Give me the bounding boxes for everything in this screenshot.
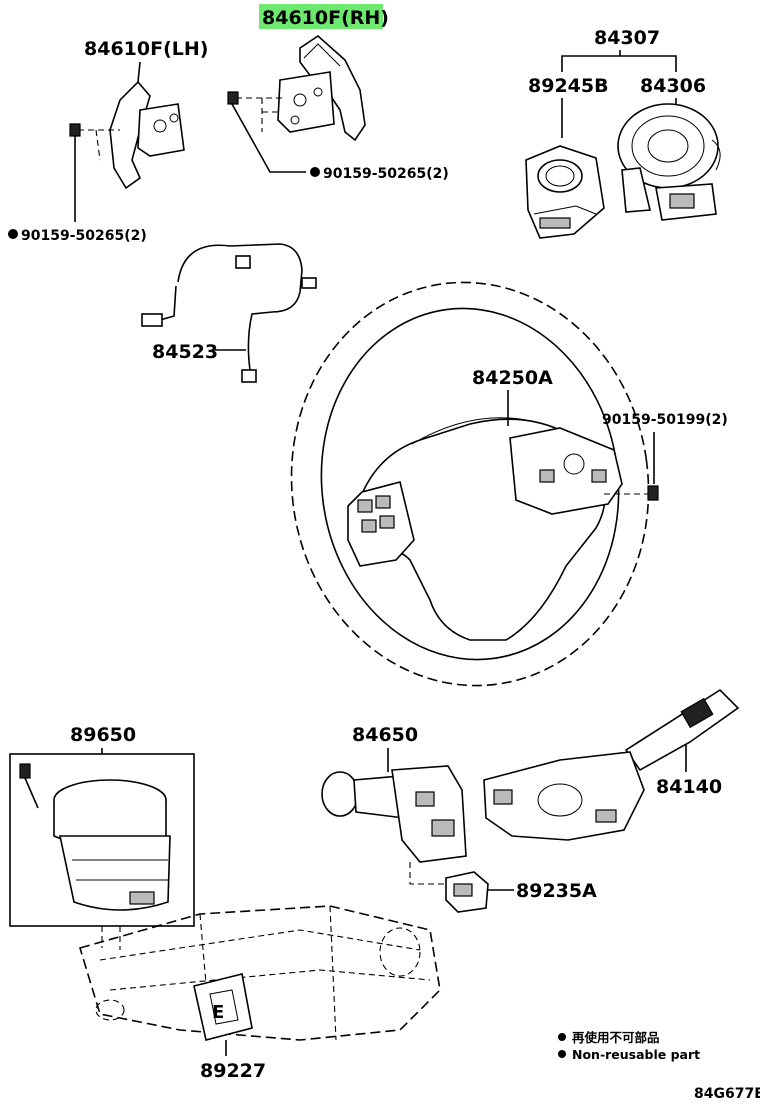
label-89245b[interactable]: 89245B (528, 75, 609, 97)
label-84307[interactable]: 84307 (594, 27, 660, 49)
legend: 再使用不可部品 Non-reusable part (558, 1030, 700, 1062)
steering-lock-ecu[interactable] (19, 763, 171, 911)
turn-signal-switch[interactable] (321, 765, 467, 885)
connector-89235a[interactable] (445, 871, 489, 913)
ecu-89227[interactable]: E (193, 973, 253, 1041)
filled-circle-icon (8, 229, 18, 239)
label-84306[interactable]: 84306 (640, 75, 706, 97)
label-84610f-rh[interactable]: 84610F(RH) (262, 7, 389, 29)
leader-screw-rh (231, 103, 306, 173)
filled-circle-icon (310, 167, 320, 177)
diagram-code: 84G677E (694, 1086, 760, 1102)
ecu-mark-e: E (212, 1002, 224, 1023)
wiper-switch[interactable] (483, 688, 740, 841)
label-84610f-lh[interactable]: 84610F(LH) (84, 38, 208, 60)
steering-sensor[interactable] (525, 145, 605, 239)
steering-wheel[interactable] (266, 259, 675, 709)
filled-circle-icon (558, 1033, 566, 1041)
steering-column (78, 905, 441, 1041)
label-84250a[interactable]: 84250A (472, 367, 553, 389)
legend-jp: 再使用不可部品 (572, 1030, 660, 1045)
wire-harness[interactable] (141, 243, 317, 383)
leader-84610f-lh (137, 61, 141, 83)
label-90159-50265-rh[interactable]: 90159-50265(2) (323, 166, 449, 182)
highlight-rh-paddle (259, 4, 383, 29)
filled-circle-icon (558, 1050, 566, 1058)
lh-paddle-switch[interactable] (69, 80, 185, 190)
label-89227[interactable]: 89227 (200, 1060, 266, 1082)
label-84140[interactable]: 84140 (656, 776, 722, 798)
spiral-cable[interactable] (617, 103, 721, 221)
legend-en: Non-reusable part (572, 1047, 700, 1062)
label-89235a[interactable]: 89235A (516, 880, 597, 902)
label-84523[interactable]: 84523 (152, 341, 218, 363)
label-90159-50265-lh[interactable]: 90159-50265(2) (21, 228, 147, 244)
bracket-84307 (561, 50, 677, 72)
label-89650[interactable]: 89650 (70, 724, 136, 746)
rh-paddle-switch[interactable] (227, 34, 366, 142)
label-90159-50199[interactable]: 90159-50199(2) (602, 412, 728, 428)
label-84650[interactable]: 84650 (352, 724, 418, 746)
